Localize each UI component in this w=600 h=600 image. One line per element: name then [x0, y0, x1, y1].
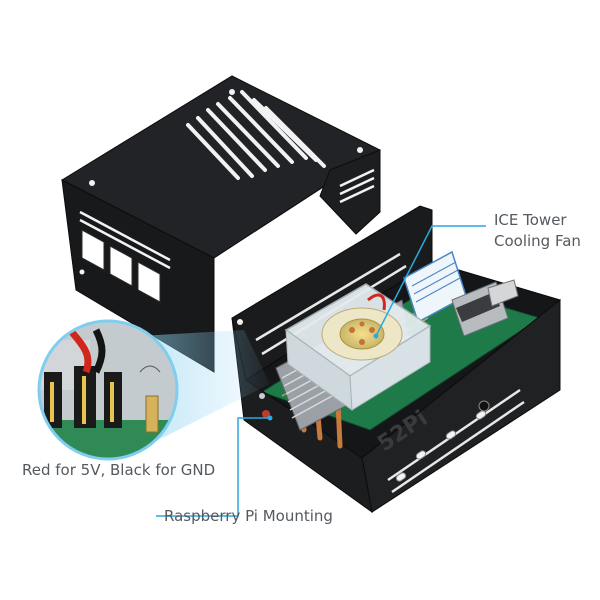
zoom-inset: [37, 319, 179, 461]
fan-callout-line2: Cooling Fan: [494, 232, 581, 250]
ice-tower-fan-callout: ICE Tower Cooling Fan: [494, 210, 581, 252]
top-cover: [60, 75, 382, 373]
ice-tower-cooler: [275, 283, 432, 449]
power-wiring-callout: Red for 5V, Black for GND: [22, 461, 216, 479]
leader-lines: [156, 225, 486, 517]
pi-mounting-callout: Raspberry Pi Mounting: [164, 507, 333, 525]
fan-callout-line1: ICE Tower: [494, 211, 567, 229]
